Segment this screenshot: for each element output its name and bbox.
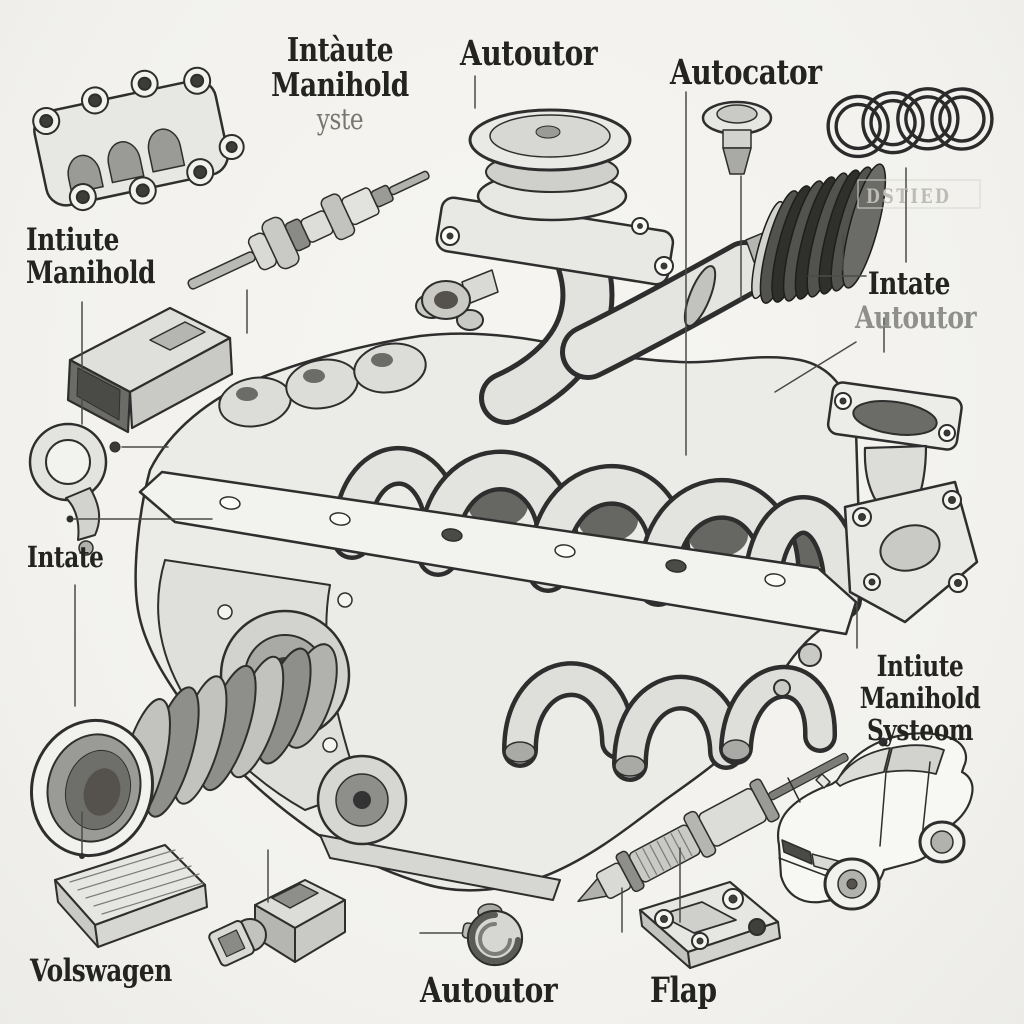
- label-right-upper-line1: Intate: [868, 266, 950, 302]
- audi-logo: [826, 87, 994, 159]
- sensor-illustration: [208, 879, 346, 967]
- label-bottom-right: Flap: [650, 970, 717, 1011]
- label-left-upper: Intiute Manihold: [26, 222, 156, 291]
- throttle-body-illustration: [421, 108, 675, 425]
- label-right-lower-line3: Systeom: [867, 713, 973, 747]
- sealing-cap-illustration: [701, 100, 773, 175]
- label-right-lower-line2: Manihold: [859, 681, 981, 715]
- label-top-left-line1: Intàute: [286, 30, 394, 69]
- flap-plate-illustration: [638, 880, 781, 969]
- rocker-bracket-illustration: [32, 66, 245, 212]
- injector-illustration: [187, 170, 430, 290]
- label-watermark: DSTIED: [866, 184, 952, 208]
- leader-lines: [66, 75, 907, 934]
- rail-bolt-bosses: [219, 496, 786, 587]
- small-valve-illustration: [461, 903, 524, 967]
- label-top-left-line2: Manihold: [271, 65, 409, 104]
- label-left-upper-line2: Manihold: [26, 255, 156, 291]
- label-bottom-center: Autoutor: [420, 970, 558, 1011]
- intake-hose-illustration: [30, 643, 338, 858]
- car-illustration: [776, 732, 974, 911]
- label-right-lower: Intiute Manihold Systeom: [852, 650, 988, 746]
- label-bottom-left: Volswagen: [30, 953, 172, 989]
- pipe-clamp-illustration: [28, 422, 121, 556]
- label-left-upper-line1: Intiute: [26, 222, 119, 258]
- engine-block-illustration: [134, 293, 863, 901]
- outlet-flange-illustration: [826, 381, 979, 624]
- air-filter-illustration: [53, 843, 208, 948]
- connector-illustration: [66, 306, 234, 434]
- label-top-center: Autoutor: [460, 33, 598, 74]
- watermark-box: [857, 179, 981, 209]
- label-right-upper-line2: Autoutor: [855, 300, 977, 336]
- label-top-right: Autocator: [670, 52, 822, 93]
- intake-pipe-illustration: [560, 163, 887, 380]
- label-top-left: Intàute Manihold yste: [256, 32, 424, 137]
- label-top-left-line3: yste: [316, 102, 364, 136]
- label-left-middle: Intate: [27, 540, 104, 574]
- ribbed-boot: [751, 163, 887, 304]
- label-right-lower-line1: Intiute: [876, 649, 964, 683]
